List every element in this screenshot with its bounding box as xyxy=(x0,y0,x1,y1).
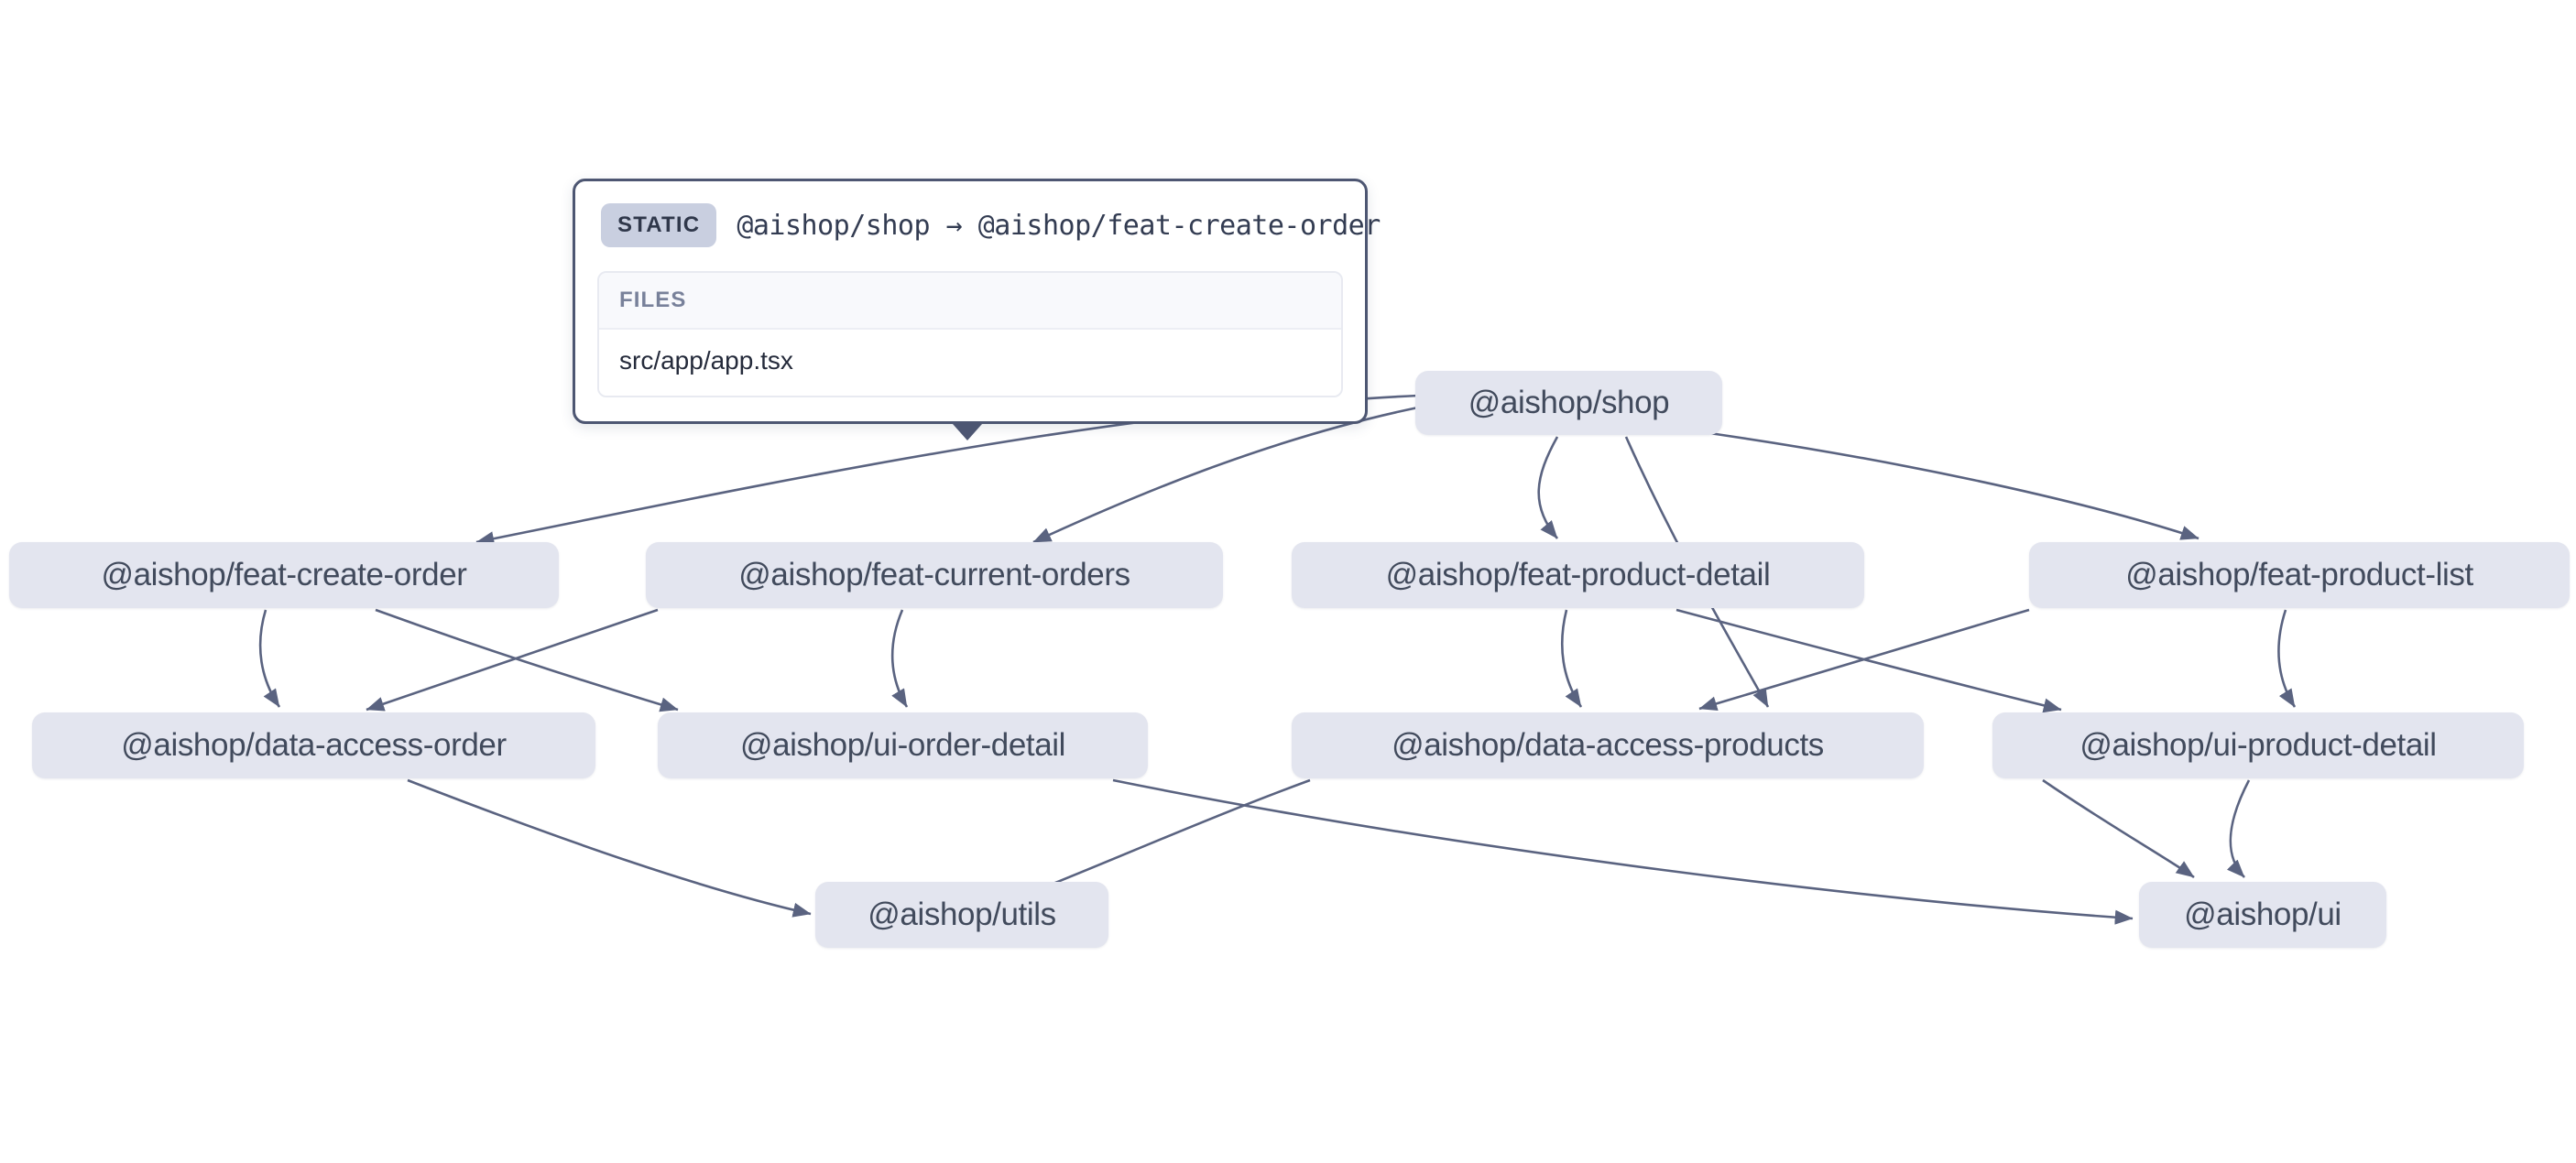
edge-feat-product-detail-to-ui-product-detail xyxy=(1675,608,2062,713)
tooltip-header: STATIC @aishop/shop → @aishop/feat-creat… xyxy=(597,201,1381,247)
files-section-header: FILES xyxy=(599,273,1341,330)
edge-feat-product-list-to-data-access-products xyxy=(1698,608,2030,712)
node-label: @aishop/feat-product-detail xyxy=(1385,557,1771,592)
edge-shop-to-feat-current-orders xyxy=(1032,406,1419,544)
edge-shop-to-feat-product-detail xyxy=(1537,436,1559,539)
graph-node-data-access-products[interactable]: @aishop/data-access-products xyxy=(1292,712,1924,778)
edge-data-access-order-to-utils xyxy=(407,778,812,918)
graph-node-ui-order-detail[interactable]: @aishop/ui-order-detail xyxy=(658,712,1148,778)
node-label: @aishop/feat-create-order xyxy=(101,557,467,592)
edge-feat-create-order-to-data-access-order xyxy=(258,609,281,708)
node-label: @aishop/data-access-products xyxy=(1392,727,1824,763)
edge-type-badge: STATIC xyxy=(601,203,717,247)
edge-ui-order-detail-to-ui xyxy=(1112,778,2134,925)
node-label: @aishop/utils xyxy=(868,897,1056,932)
edge-detail-tooltip[interactable]: STATIC @aishop/shop → @aishop/feat-creat… xyxy=(573,179,1381,424)
edge-ui-product-detail-to-ui-b xyxy=(2226,779,2251,878)
node-label: @aishop/shop xyxy=(1468,385,1670,420)
graph-node-ui[interactable]: @aishop/ui xyxy=(2139,882,2386,948)
node-label: @aishop/ui-order-detail xyxy=(739,727,1066,763)
edge-feat-product-detail-to-data-access-products xyxy=(1561,609,1583,708)
edge-ui-product-detail-to-ui-a xyxy=(2042,778,2195,879)
file-list-item[interactable]: src/app/app.tsx xyxy=(599,330,1341,396)
edge-feat-current-orders-to-ui-order-detail xyxy=(890,609,909,708)
graph-node-feat-create-order[interactable]: @aishop/feat-create-order xyxy=(9,542,559,608)
graph-node-feat-product-list[interactable]: @aishop/feat-product-list xyxy=(2029,542,2570,608)
graph-node-data-access-order[interactable]: @aishop/data-access-order xyxy=(32,712,595,778)
node-label: @aishop/feat-current-orders xyxy=(738,557,1130,592)
tooltip-files-panel: FILES src/app/app.tsx xyxy=(597,271,1343,397)
node-label: @aishop/ui xyxy=(2184,897,2341,932)
tooltip-title: @aishop/shop → @aishop/feat-create-order xyxy=(737,209,1381,242)
graph-node-utils[interactable]: @aishop/utils xyxy=(815,882,1108,948)
edge-feat-current-orders-to-data-access-order xyxy=(366,608,659,712)
tooltip-pointer-icon xyxy=(953,424,982,440)
node-label: @aishop/ui-product-detail xyxy=(2079,727,2437,763)
graph-node-shop[interactable]: @aishop/shop xyxy=(1415,371,1722,435)
edge-feat-create-order-to-ui-order-detail xyxy=(375,608,679,712)
graph-node-ui-product-detail[interactable]: @aishop/ui-product-detail xyxy=(1992,712,2524,778)
edge-shop-to-feat-product-list xyxy=(1689,429,2199,540)
node-label: @aishop/data-access-order xyxy=(121,727,507,763)
node-label: @aishop/feat-product-list xyxy=(2125,557,2473,592)
graph-node-feat-current-orders[interactable]: @aishop/feat-current-orders xyxy=(646,542,1223,608)
graph-node-feat-product-detail[interactable]: @aishop/feat-product-detail xyxy=(1292,542,1864,608)
edge-feat-product-list-to-ui-product-detail xyxy=(2277,609,2297,708)
